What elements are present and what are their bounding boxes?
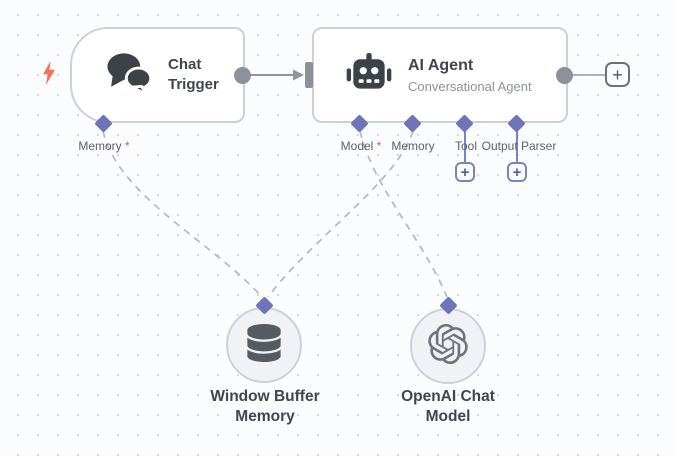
ai-agent-output-parser-label: Output Parser bbox=[481, 139, 557, 153]
trigger-lightning-icon bbox=[40, 61, 58, 90]
node-ai-agent[interactable]: AI Agent Conversational Agent bbox=[312, 27, 568, 123]
add-output-parser-button[interactable]: + bbox=[507, 162, 527, 182]
ai-agent-title: AI Agent bbox=[408, 57, 474, 75]
robot-icon bbox=[346, 52, 392, 99]
chat-trigger-memory-label: Memory * bbox=[78, 139, 130, 153]
openai-icon bbox=[428, 323, 468, 369]
edge-openai-to-agent-model bbox=[359, 130, 448, 298]
ai-agent-input-endpoint[interactable] bbox=[305, 62, 313, 88]
plus-icon: + bbox=[612, 64, 623, 85]
edge-wbm-to-trigger-memory bbox=[102, 130, 263, 298]
node-window-buffer-memory[interactable] bbox=[226, 307, 302, 383]
ai-agent-tool-label: Tool bbox=[454, 139, 478, 153]
database-icon bbox=[247, 323, 281, 367]
plus-icon: + bbox=[460, 163, 470, 181]
plus-icon: + bbox=[512, 163, 522, 181]
window-buffer-memory-title: Window Buffer Memory bbox=[210, 388, 320, 426]
chat-bubbles-icon bbox=[106, 52, 153, 99]
chat-trigger-title: Chat Trigger bbox=[168, 55, 219, 93]
edge-wbm-to-agent-memory bbox=[267, 130, 414, 298]
node-chat-trigger[interactable]: Chat Trigger bbox=[70, 27, 245, 123]
chat-trigger-output-endpoint[interactable] bbox=[234, 67, 251, 84]
add-tool-button[interactable]: + bbox=[455, 162, 475, 182]
ai-agent-model-label: Model * bbox=[340, 139, 382, 153]
ai-agent-subtitle: Conversational Agent bbox=[408, 78, 532, 94]
add-next-node-button[interactable]: + bbox=[605, 62, 630, 87]
node-openai-chat-model[interactable] bbox=[410, 308, 486, 384]
openai-chat-model-title: OpenAI Chat Model bbox=[401, 388, 495, 426]
ai-agent-output-endpoint[interactable] bbox=[556, 67, 573, 84]
edge-arrowhead bbox=[293, 69, 304, 81]
ai-agent-memory-label: Memory bbox=[391, 139, 435, 153]
